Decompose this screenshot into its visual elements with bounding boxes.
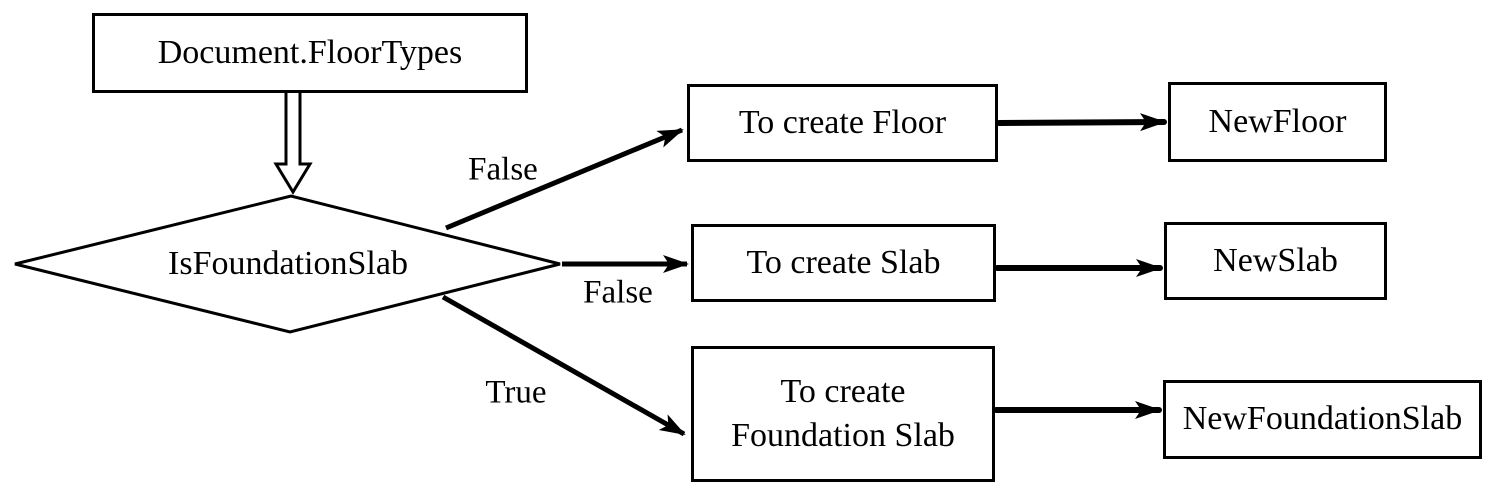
edge-label-true-bottom: True (485, 374, 547, 411)
node-to-create-floor-label: To create Floor (738, 103, 947, 141)
node-to-create-slab-label: To create Slab (746, 243, 941, 281)
edge-decision-to-create-floor (445, 127, 684, 231)
node-to-create-foundation-slab-label-line2: Foundation Slab (731, 417, 955, 454)
edge-start-to-decision-block-arrow (273, 93, 313, 195)
node-document-floortypes: Document.FloorTypes (92, 13, 528, 93)
node-new-floor-label: NewFloor (1208, 102, 1347, 140)
decision-diamond-shape (14, 194, 561, 334)
node-to-create-foundation-slab: To create Foundation Slab (691, 346, 995, 482)
node-new-slab: NewSlab (1164, 222, 1387, 300)
node-new-floor: NewFloor (1168, 82, 1387, 162)
node-new-foundation-slab: NewFoundationSlab (1163, 380, 1482, 459)
node-document-floortypes-label: Document.FloorTypes (157, 33, 463, 71)
node-new-slab-label: NewSlab (1213, 241, 1338, 279)
node-isfoundationslab-label: IsFoundationSlab (168, 245, 408, 282)
node-new-foundation-slab-label: NewFoundationSlab (1182, 400, 1463, 438)
node-to-create-foundation-slab-label-line1: To create (780, 372, 906, 410)
node-to-create-floor: To create Floor (687, 84, 998, 162)
edge-label-false-middle: False (583, 274, 653, 311)
edge-decision-to-create-foundation-slab (441, 294, 686, 437)
node-to-create-slab: To create Slab (691, 224, 996, 302)
edge-create-floor-to-new-floor (996, 113, 1167, 132)
edge-label-false-top: False (468, 151, 538, 188)
